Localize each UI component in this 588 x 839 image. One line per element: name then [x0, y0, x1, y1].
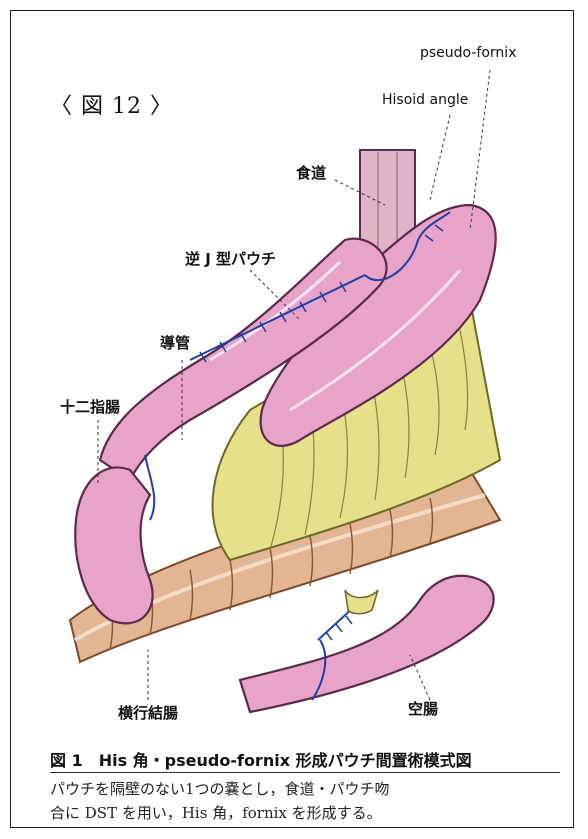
label-duct: 導管	[160, 332, 190, 353]
label-pseudo-fornix: pseudo-fornix	[420, 45, 516, 61]
jejunum-shape	[240, 576, 494, 712]
figure-number: 〈 図 12 〉	[50, 88, 173, 120]
label-transverse-colon: 横行結腸	[118, 702, 178, 723]
label-esophagus: 食道	[296, 162, 326, 183]
figure-caption: 図 1 His 角・pseudo-fornix 形成パウチ間置術模式図	[50, 747, 472, 771]
label-duodenum: 十二指腸	[60, 396, 120, 417]
label-inverted-j-pouch: 逆 J 型パウチ	[185, 248, 276, 269]
description-line-2: 合に DST を用い，His 角，fornix を形成する。	[50, 802, 382, 823]
label-hisoid-angle: Hisoid angle	[382, 92, 468, 108]
description-line-1: パウチを隔壁のない1つの嚢とし，食道・パウチ吻	[50, 778, 390, 799]
caption-rule	[50, 772, 560, 773]
label-jejunum: 空腸	[408, 698, 438, 719]
